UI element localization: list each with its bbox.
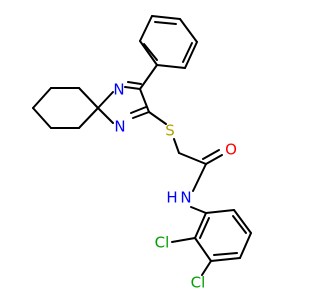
bond <box>233 209 252 234</box>
bond <box>190 206 207 214</box>
chlorine-atom-label: Cl <box>155 234 170 252</box>
bond <box>213 252 238 256</box>
nitrogen-atom-label: N <box>113 81 124 99</box>
bond <box>154 21 177 25</box>
bond <box>202 149 220 160</box>
bond <box>78 87 99 109</box>
bond <box>192 163 207 192</box>
bond <box>184 41 198 69</box>
chemical-structure: N N S O N H Cl Cl <box>32 15 252 292</box>
imidazole-ring <box>97 81 150 124</box>
bond <box>182 42 193 63</box>
bond <box>171 237 196 243</box>
bond <box>194 212 207 239</box>
bond <box>179 18 198 43</box>
bond <box>130 106 147 114</box>
bond <box>32 107 52 129</box>
bond <box>143 43 158 61</box>
chlorine-atom-label: Cl <box>191 274 206 292</box>
atom-labels: N N S O N H Cl Cl <box>113 81 237 292</box>
structure-canvas: N N S O N H Cl Cl <box>32 15 252 292</box>
bond <box>139 64 158 90</box>
bond <box>132 111 150 119</box>
bond <box>97 91 114 109</box>
bond <box>239 232 252 259</box>
bond <box>139 88 150 113</box>
bond <box>139 15 153 42</box>
bond <box>78 107 99 129</box>
bond <box>32 87 52 109</box>
bond <box>139 40 158 66</box>
bond <box>232 215 247 234</box>
bond <box>205 154 223 165</box>
bond <box>201 260 212 276</box>
bond <box>210 257 241 262</box>
bond <box>151 15 181 20</box>
amide-hydrogen-label: H <box>166 189 177 207</box>
bond <box>148 111 167 125</box>
bond <box>124 86 141 90</box>
phenyl-ring <box>139 15 198 90</box>
sulfur-atom-label: S <box>165 122 175 140</box>
bond <box>127 81 142 85</box>
bond <box>205 209 235 214</box>
bond <box>178 152 207 165</box>
cyclohexane-ring <box>32 87 99 129</box>
bond <box>194 237 212 262</box>
nitrogen-atom-label: N <box>114 118 125 136</box>
amide-nitrogen-label: N <box>180 189 191 207</box>
bond <box>199 217 210 239</box>
bond <box>156 64 186 69</box>
oxygen-atom-label: O <box>225 141 237 159</box>
bond <box>173 138 180 154</box>
bond <box>97 107 114 124</box>
dichlorophenyl-ring <box>171 209 252 276</box>
linker-chain <box>148 111 223 214</box>
